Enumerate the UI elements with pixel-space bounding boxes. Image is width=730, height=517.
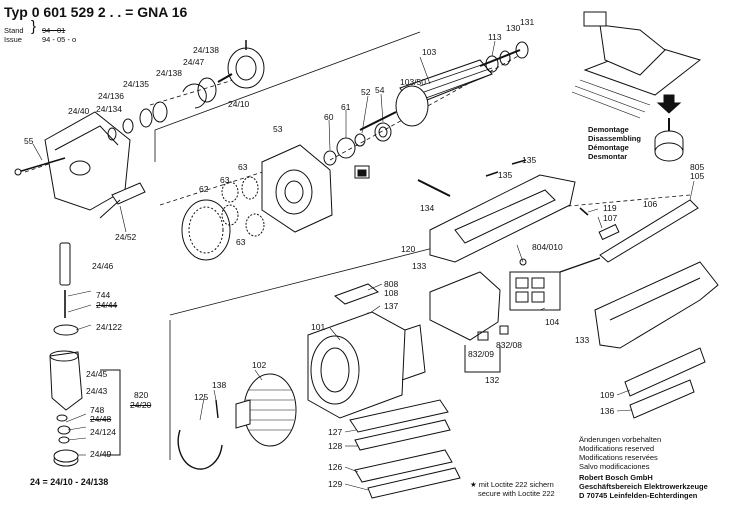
part-label-133b: 133: [575, 335, 590, 345]
part-label-24-48: 24/48: [90, 414, 112, 424]
part-label-119: 119: [603, 203, 617, 213]
part-label-103: 103: [422, 47, 437, 57]
part-label-104: 104: [545, 317, 560, 327]
part-label-52: 52: [361, 87, 371, 97]
issue-value: 94 - 05 - o: [42, 35, 77, 44]
changes-line-en: Modifications reserved: [579, 444, 655, 453]
part-label-805: 805: [690, 162, 705, 172]
loctite-note-de: ★ mit Loctite 222 sichern: [470, 480, 554, 489]
part-label-24-52: 24/52: [115, 232, 137, 242]
part-label-105: 105: [690, 171, 705, 181]
part-label-133a: 133: [412, 261, 427, 271]
model-title: Typ 0 601 529 2 . . = GNA 16: [4, 4, 188, 20]
part-label-55: 55: [24, 136, 34, 146]
part-label-131: 131: [520, 17, 535, 27]
part-label-61: 61: [341, 102, 351, 112]
part-label-53: 53: [273, 124, 283, 134]
part-label-24-43: 24/43: [86, 386, 108, 396]
part-label-832-08: 832/08: [496, 340, 522, 350]
changes-line-es: Salvo modificaciones: [579, 462, 650, 471]
part-label-138: 138: [212, 380, 227, 390]
part-label-130: 130: [506, 23, 521, 33]
part-label-102: 102: [252, 360, 267, 370]
part-label-24-44: 24/44: [96, 300, 118, 310]
stand-label: Stand: [4, 26, 24, 35]
part-label-135b: 135: [498, 170, 513, 180]
part-label-63c: 63: [236, 237, 246, 247]
part-label-24-20: 24/20: [130, 400, 152, 410]
part-label-129: 129: [328, 479, 343, 489]
part-label-24-136: 24/136: [98, 91, 124, 101]
part-label-24-10: 24/10: [228, 99, 250, 109]
demontage-line-de: Demontage: [588, 125, 629, 134]
part-label-134: 134: [420, 203, 435, 213]
part-label-113: 113: [488, 32, 502, 42]
part-label-109: 109: [600, 390, 615, 400]
part-label-126: 126: [328, 462, 343, 472]
company-address: D 70745 Leinfelden-Echterdingen: [579, 491, 698, 500]
company-name: Robert Bosch GmbH: [579, 473, 653, 482]
stand-value: 94 - 01: [42, 26, 66, 35]
part-label-24-47: 24/47: [183, 57, 205, 67]
assembly-formula: 24 = 24/10 - 24/138: [30, 477, 109, 487]
part-label-24-122: 24/122: [96, 322, 122, 332]
part-label-804-010: 804/010: [532, 242, 563, 252]
part-label-24-46: 24/46: [92, 261, 114, 271]
part-label-24-40: 24/40: [68, 106, 90, 116]
part-label-744: 744: [96, 290, 111, 300]
part-label-820: 820: [134, 390, 149, 400]
part-label-24-134: 24/134: [96, 104, 122, 114]
part-label-808: 808: [384, 279, 399, 289]
part-label-107: 107: [603, 213, 618, 223]
changes-line-de: Änderungen vorbehalten: [579, 435, 662, 444]
demontage-line-es: Desmontar: [588, 152, 628, 161]
part-label-24-138b: 24/138: [193, 45, 219, 55]
part-label-127: 127: [328, 427, 343, 437]
part-label-120: 120: [401, 244, 416, 254]
part-label-135a: 135: [522, 155, 537, 165]
part-label-103-50: 103/50: [400, 77, 426, 87]
part-label-24-49: 24/49: [90, 449, 112, 459]
issue-label: Issue: [4, 35, 22, 44]
part-label-54: 54: [375, 85, 385, 95]
demontage-line-en: Disassembling: [588, 134, 641, 143]
part-label-108: 108: [384, 288, 399, 298]
part-label-63b: 63: [220, 175, 230, 185]
part-label-62: 62: [199, 184, 209, 194]
part-label-24-124: 24/124: [90, 427, 116, 437]
part-label-137: 137: [384, 301, 399, 311]
part-label-125: 125: [194, 392, 209, 402]
part-label-106: 106: [643, 199, 658, 209]
brace-glyph: }: [31, 18, 37, 35]
demontage-line-fr: Démontage: [588, 143, 629, 152]
part-label-63a: 63: [238, 162, 248, 172]
company-division: Geschäftsbereich Elektrowerkzeuge: [579, 482, 708, 491]
changes-line-fr: Modifications reservées: [579, 453, 658, 462]
loctite-note-en: secure with Loctite 222: [478, 489, 555, 498]
part-label-748: 748: [90, 405, 105, 415]
part-label-101: 101: [311, 322, 326, 332]
part-label-132: 132: [485, 375, 500, 385]
part-label-24-45: 24/45: [86, 369, 108, 379]
part-label-128: 128: [328, 441, 343, 451]
part-label-136: 136: [600, 406, 615, 416]
part-label-24-135: 24/135: [123, 79, 149, 89]
part-label-832-09: 832/09: [468, 349, 494, 359]
part-label-60: 60: [324, 112, 334, 122]
part-label-24-138a: 24/138: [156, 68, 182, 78]
